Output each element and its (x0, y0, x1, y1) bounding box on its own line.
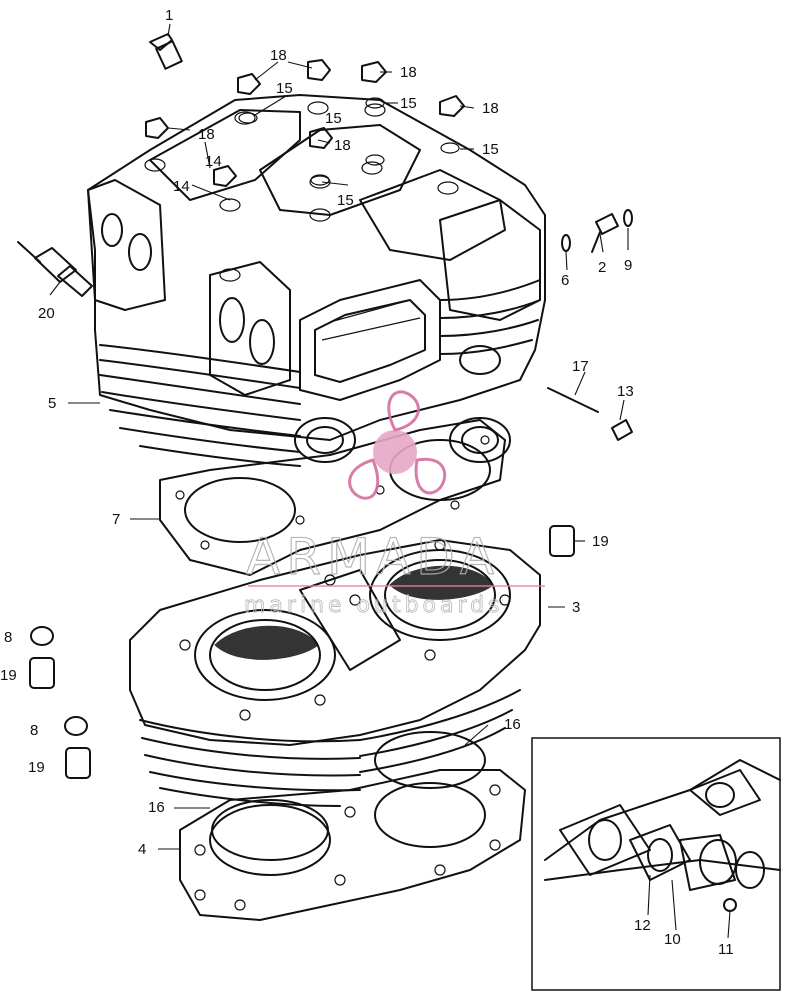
callout-18: 18 (198, 126, 215, 143)
callout-15: 15 (337, 192, 354, 209)
cap-nuts (145, 59, 465, 187)
callout-4: 4 (138, 841, 146, 858)
callout-18: 18 (270, 47, 287, 64)
head-gasket (159, 419, 506, 576)
washers (238, 97, 460, 186)
inset-detail-box (531, 737, 781, 991)
callout-18: 18 (482, 100, 499, 117)
dowels (29, 525, 575, 779)
callout-2: 2 (598, 259, 606, 276)
callout-15: 15 (325, 110, 342, 127)
leader-lines (49, 23, 731, 939)
callout-12: 12 (634, 917, 651, 934)
o-ring-upper (374, 731, 486, 789)
callout-18: 18 (334, 137, 351, 154)
o-ring-lower (211, 799, 329, 861)
callout-1: 1 (165, 7, 173, 24)
callout-7: 7 (112, 511, 120, 528)
callout-16: 16 (504, 716, 521, 733)
base-gasket (179, 769, 526, 921)
cylinder-head (87, 94, 546, 467)
callout-9: 9 (624, 257, 632, 274)
part-13-sleeve (611, 419, 633, 441)
callout-17: 17 (572, 358, 589, 375)
callout-16: 16 (148, 799, 165, 816)
callout-15: 15 (482, 141, 499, 158)
callout-3: 3 (572, 599, 580, 616)
part-1-bolt (149, 33, 183, 70)
callout-19: 19 (28, 759, 45, 776)
callout-14: 14 (173, 178, 190, 195)
callout-8: 8 (30, 722, 38, 739)
part-2-bolt (591, 213, 619, 253)
callout-11: 11 (718, 941, 734, 958)
callout-8: 8 (4, 629, 12, 646)
callout-19: 19 (0, 667, 17, 684)
callout-13: 13 (617, 383, 634, 400)
callout-19: 19 (592, 533, 609, 550)
part-6-washer (561, 234, 571, 252)
part-9-washer (623, 209, 633, 227)
callout-20: 20 (38, 305, 55, 322)
callout-numbers: 1 18 18 15 15 18 15 18 18 15 14 14 15 20… (0, 7, 734, 958)
part-20-spark-plug (17, 241, 93, 297)
watermark-tagline: marine outboards (244, 593, 504, 618)
callout-15: 15 (276, 80, 293, 97)
callout-5: 5 (48, 395, 56, 412)
callout-15: 15 (400, 95, 417, 112)
watermark-brand: ARMADA (246, 528, 500, 586)
seals (30, 626, 88, 736)
watermark: ARMADA marine outboards (244, 390, 545, 618)
cylinder-block (129, 539, 541, 807)
watermark-logo (348, 390, 447, 500)
part-17-stud (547, 387, 599, 413)
callout-14: 14 (205, 153, 222, 170)
callout-10: 10 (664, 931, 681, 948)
callout-18: 18 (400, 64, 417, 81)
callout-6: 6 (561, 272, 569, 289)
